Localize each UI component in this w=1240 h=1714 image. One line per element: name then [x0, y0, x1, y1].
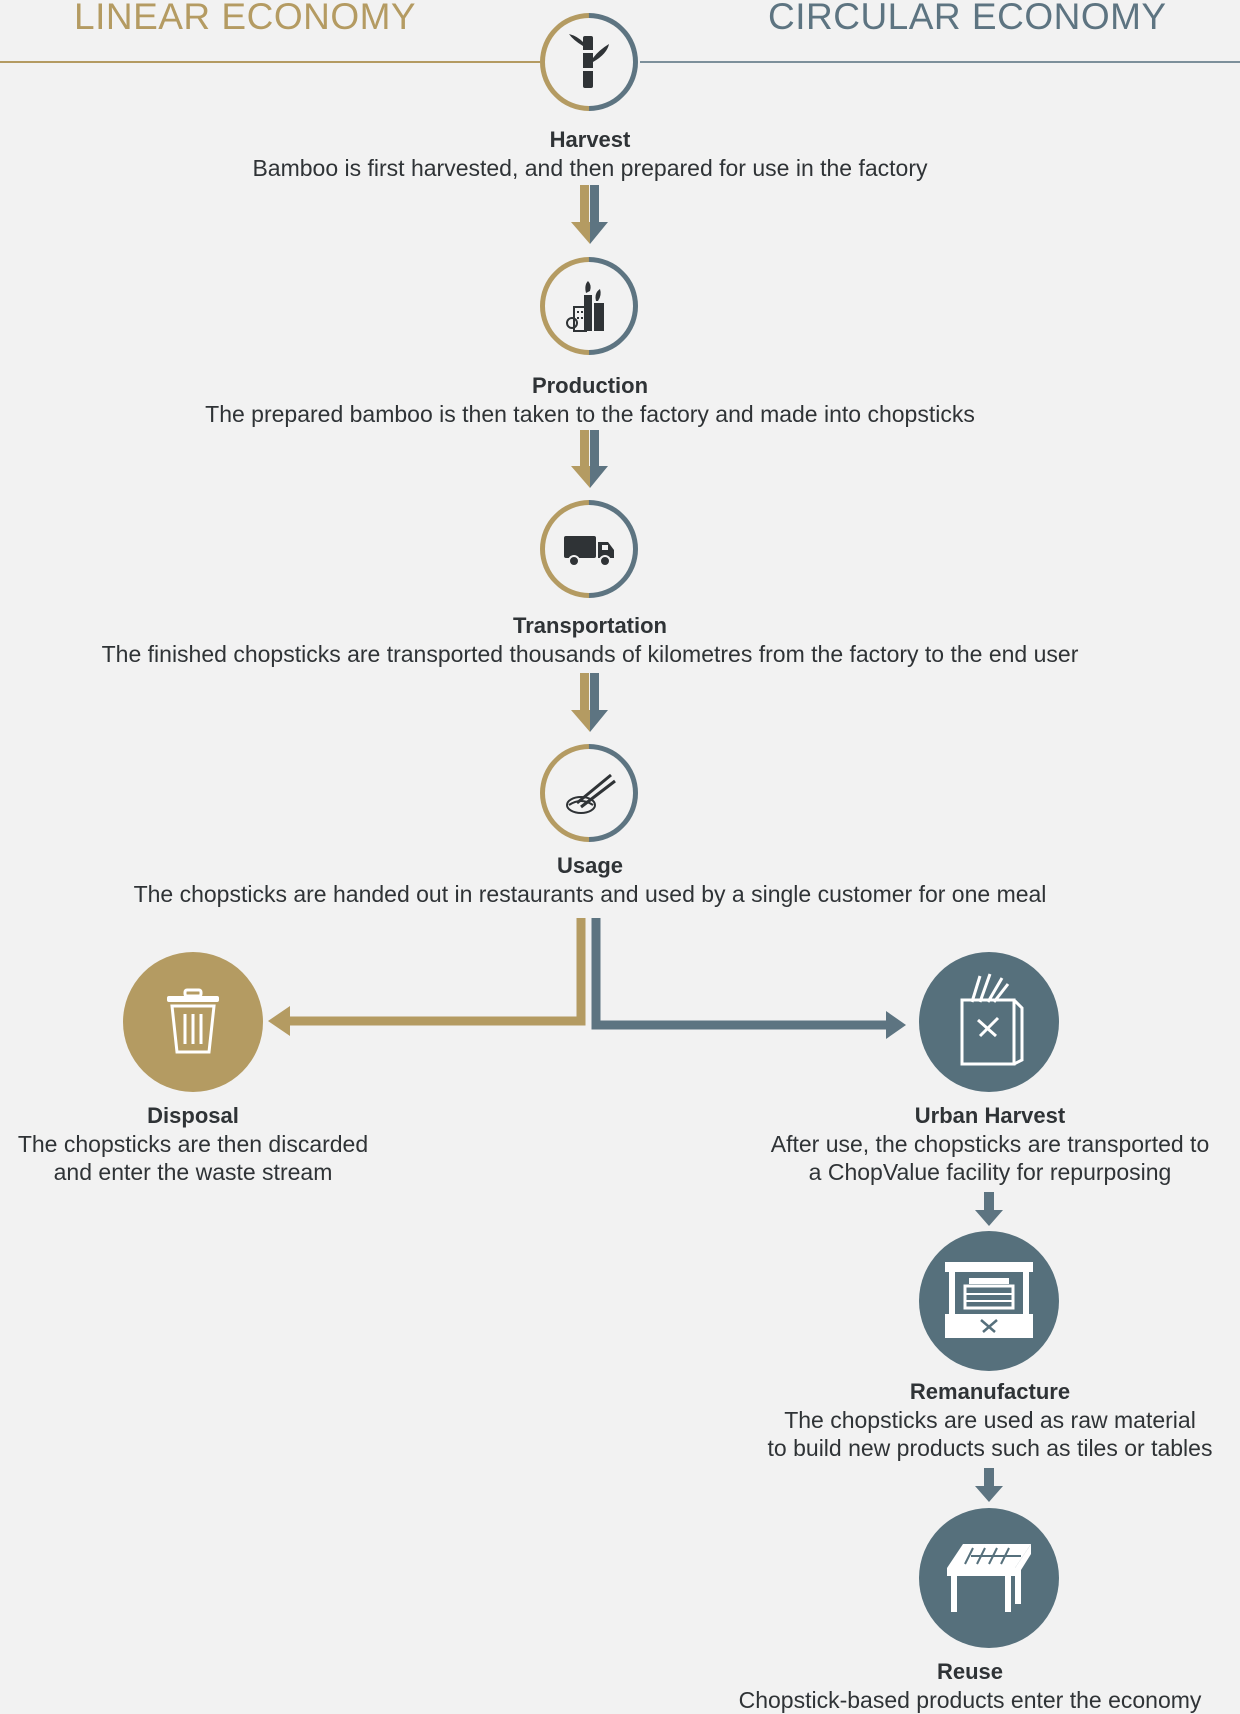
arrow-urban-harvest-remanufacture — [975, 1192, 1003, 1226]
collection-bag-icon — [960, 973, 1024, 1066]
factory-icon — [566, 281, 604, 332]
linear-economy-header: LINEAR ECONOMY — [74, 0, 417, 37]
truck-icon — [564, 536, 614, 567]
reuse-desc: Chopstick-based products enter the econo… — [738, 1687, 1202, 1713]
disposal-step: Disposal The chopsticks are then discard… — [0, 1102, 386, 1186]
remanufacture-step: Remanufacture The chopsticks are used as… — [740, 1378, 1240, 1462]
urban-harvest-step: Urban Harvest After use, the chopsticks … — [740, 1102, 1240, 1186]
usage-desc: The chopsticks are handed out in restaur… — [133, 881, 1047, 907]
reuse-step: Reuse Chopstick-based products enter the… — [700, 1658, 1240, 1714]
usage-node — [519, 723, 659, 863]
table-icon — [947, 1544, 1031, 1612]
urban-harvest-desc: After use, the chopsticks are transporte… — [770, 1131, 1210, 1185]
disposal-desc: The chopsticks are then discarded and en… — [17, 1131, 369, 1185]
arrow-harvest-production — [571, 185, 608, 244]
linear-header-rule — [0, 61, 540, 63]
circular-economy-header: CIRCULAR ECONOMY — [768, 0, 1167, 37]
remanufacture-title: Remanufacture — [909, 1379, 1071, 1404]
harvest-desc: Bamboo is first harvested, and then prep… — [252, 155, 928, 181]
bamboo-icon — [569, 34, 609, 88]
reuse-title: Reuse — [936, 1659, 1004, 1684]
usage-title: Usage — [556, 853, 624, 878]
transportation-desc: The finished chopsticks are transported … — [101, 641, 1079, 667]
urban-harvest-node — [919, 952, 1059, 1092]
production-node — [519, 236, 659, 376]
transportation-title: Transportation — [512, 613, 667, 638]
arrow-production-transportation — [571, 430, 608, 488]
production-desc: The prepared bamboo is then taken to the… — [205, 401, 975, 427]
harvest-node — [519, 0, 659, 132]
usage-step: Usage The chopsticks are handed out in r… — [80, 852, 1100, 908]
harvest-step: Harvest Bamboo is first harvested, and t… — [130, 126, 1050, 182]
reuse-node — [919, 1508, 1059, 1648]
remanufacture-desc: The chopsticks are used as raw material … — [767, 1407, 1213, 1461]
disposal-node — [123, 952, 263, 1092]
disposal-title: Disposal — [147, 1103, 239, 1128]
arrow-transportation-usage — [571, 673, 608, 732]
press-machine-icon — [945, 1262, 1033, 1338]
production-title: Production — [531, 373, 649, 398]
chopsticks-sushi-icon — [566, 773, 616, 814]
arrow-remanufacture-reuse — [975, 1468, 1003, 1502]
transportation-step: Transportation The finished chopsticks a… — [40, 612, 1140, 668]
remanufacture-node — [919, 1231, 1059, 1371]
transportation-node — [519, 479, 659, 619]
trash-can-icon — [167, 988, 219, 1054]
arrow-usage-urban-harvest — [591, 918, 906, 1039]
harvest-title: Harvest — [549, 127, 631, 152]
arrow-usage-disposal — [268, 918, 586, 1036]
urban-harvest-title: Urban Harvest — [914, 1103, 1066, 1128]
production-step: Production The prepared bamboo is then t… — [130, 372, 1050, 428]
circular-header-rule — [640, 61, 1240, 63]
